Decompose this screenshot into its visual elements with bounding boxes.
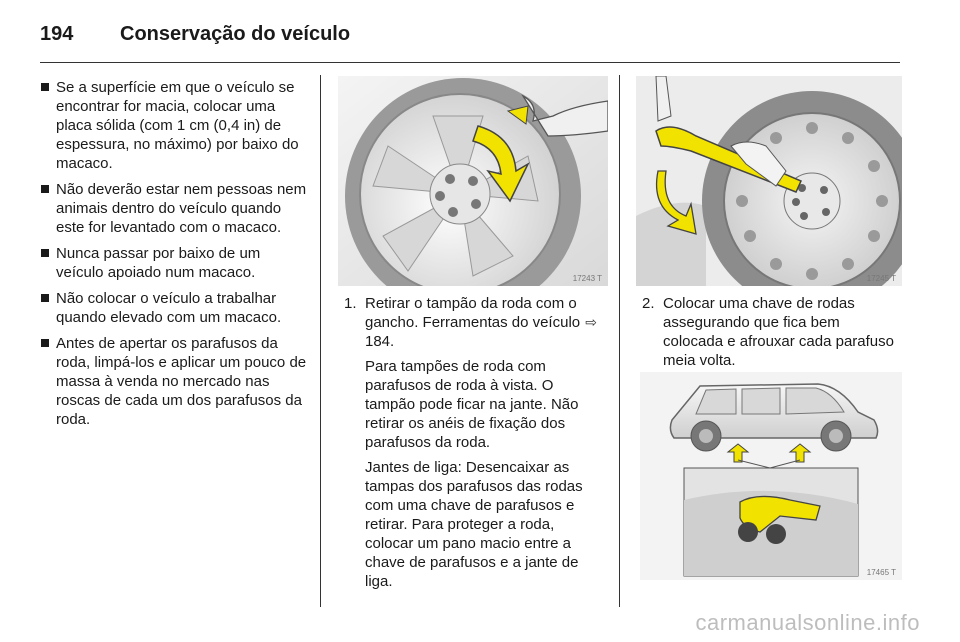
wheel-wrench-illustration: 17245 T xyxy=(636,76,902,286)
step-number: 2. xyxy=(642,295,655,312)
left-column: Se a superfície em que o veículo se enco… xyxy=(40,78,308,436)
step-2: 2. Colocar uma chave de rodas assegurand… xyxy=(642,294,900,376)
figure-code: 17465 T xyxy=(866,568,896,577)
list-item: Se a superfície em que o veículo se enco… xyxy=(40,78,308,173)
column-divider-right xyxy=(619,75,620,607)
column-divider-left xyxy=(320,75,321,607)
watermark: carmanualsonline.info xyxy=(695,610,920,635)
bullet-square-icon xyxy=(41,339,49,347)
figure-code: 17245 T xyxy=(866,274,896,283)
page-reference: 184. xyxy=(365,333,395,350)
bullet-square-icon xyxy=(41,249,49,257)
step-2-instruction: Colocar uma chave de rodas assegurando q… xyxy=(663,295,894,369)
step-1: 1. Retirar o tampão da roda com o gancho… xyxy=(344,294,606,597)
bullet-square-icon xyxy=(41,185,49,193)
bullet-square-icon xyxy=(41,294,49,302)
header-rule xyxy=(40,62,900,63)
list-item: Não colocar o veículo a trabalhar quando… xyxy=(40,289,308,327)
page-header: 194 Conservação do veículo xyxy=(40,14,350,54)
reference-arrow-icon: ⇨ xyxy=(585,314,598,330)
list-item: Não deverão estar nem pessoas nem animai… xyxy=(40,180,308,237)
jacking-points-illustration: 17465 T xyxy=(640,372,902,580)
page-title: Conservação do veículo xyxy=(120,22,351,45)
page-number: 194 xyxy=(40,22,74,45)
step-1-note-hubcaps: Para tampões de roda com parafusos de ro… xyxy=(365,358,579,451)
list-item: Nunca passar por baixo de um veículo apo… xyxy=(40,244,308,282)
figure-code: 17243 T xyxy=(572,274,602,283)
bullet-square-icon xyxy=(41,83,49,91)
step-1-instruction: Retirar o tampão da roda com o gancho. F… xyxy=(365,295,598,350)
safety-bullet-list: Se a superfície em que o veículo se enco… xyxy=(40,78,308,429)
step-number: 1. xyxy=(344,295,357,312)
hubcap-removal-illustration: 17243 T xyxy=(338,76,608,286)
step-1-note-alloy-wheels: Jantes de liga: Desencaixar as tampas do… xyxy=(365,459,583,590)
list-item: Antes de apertar os parafusos da roda, l… xyxy=(40,334,308,429)
